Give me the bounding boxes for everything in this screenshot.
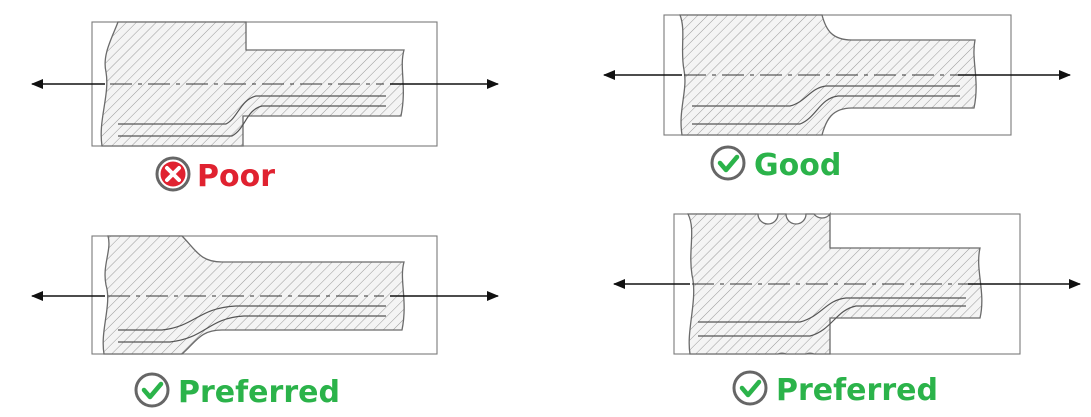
check-circle-icon: [710, 145, 746, 181]
rating-label: Preferred: [776, 373, 938, 408]
stock-envelope: [91, 235, 438, 355]
forged-part: [102, 235, 405, 355]
check-circle-icon: [134, 372, 170, 408]
panel-top-right: Good: [603, 14, 1071, 183]
rating-label: Preferred: [178, 375, 340, 410]
panel-top-left: Poor: [31, 21, 499, 194]
rating-label: Good: [754, 148, 841, 183]
grain-flow-line: [692, 85, 960, 107]
grain-flow-line: [692, 95, 960, 125]
grain-flow-line: [698, 305, 966, 337]
panel-bottom-right: Preferred: [613, 212, 1081, 408]
grain-flow-line: [118, 315, 386, 343]
grain-flow-line: [698, 297, 966, 323]
x-circle-icon: [155, 156, 191, 192]
grain-flow-line: [118, 95, 386, 125]
grain-flow-line: [118, 105, 386, 137]
grain-flow-line: [118, 305, 386, 331]
check-circle-icon: [732, 370, 768, 406]
panel-bottom-left: Preferred: [31, 235, 499, 410]
rating-label: Poor: [197, 159, 275, 194]
